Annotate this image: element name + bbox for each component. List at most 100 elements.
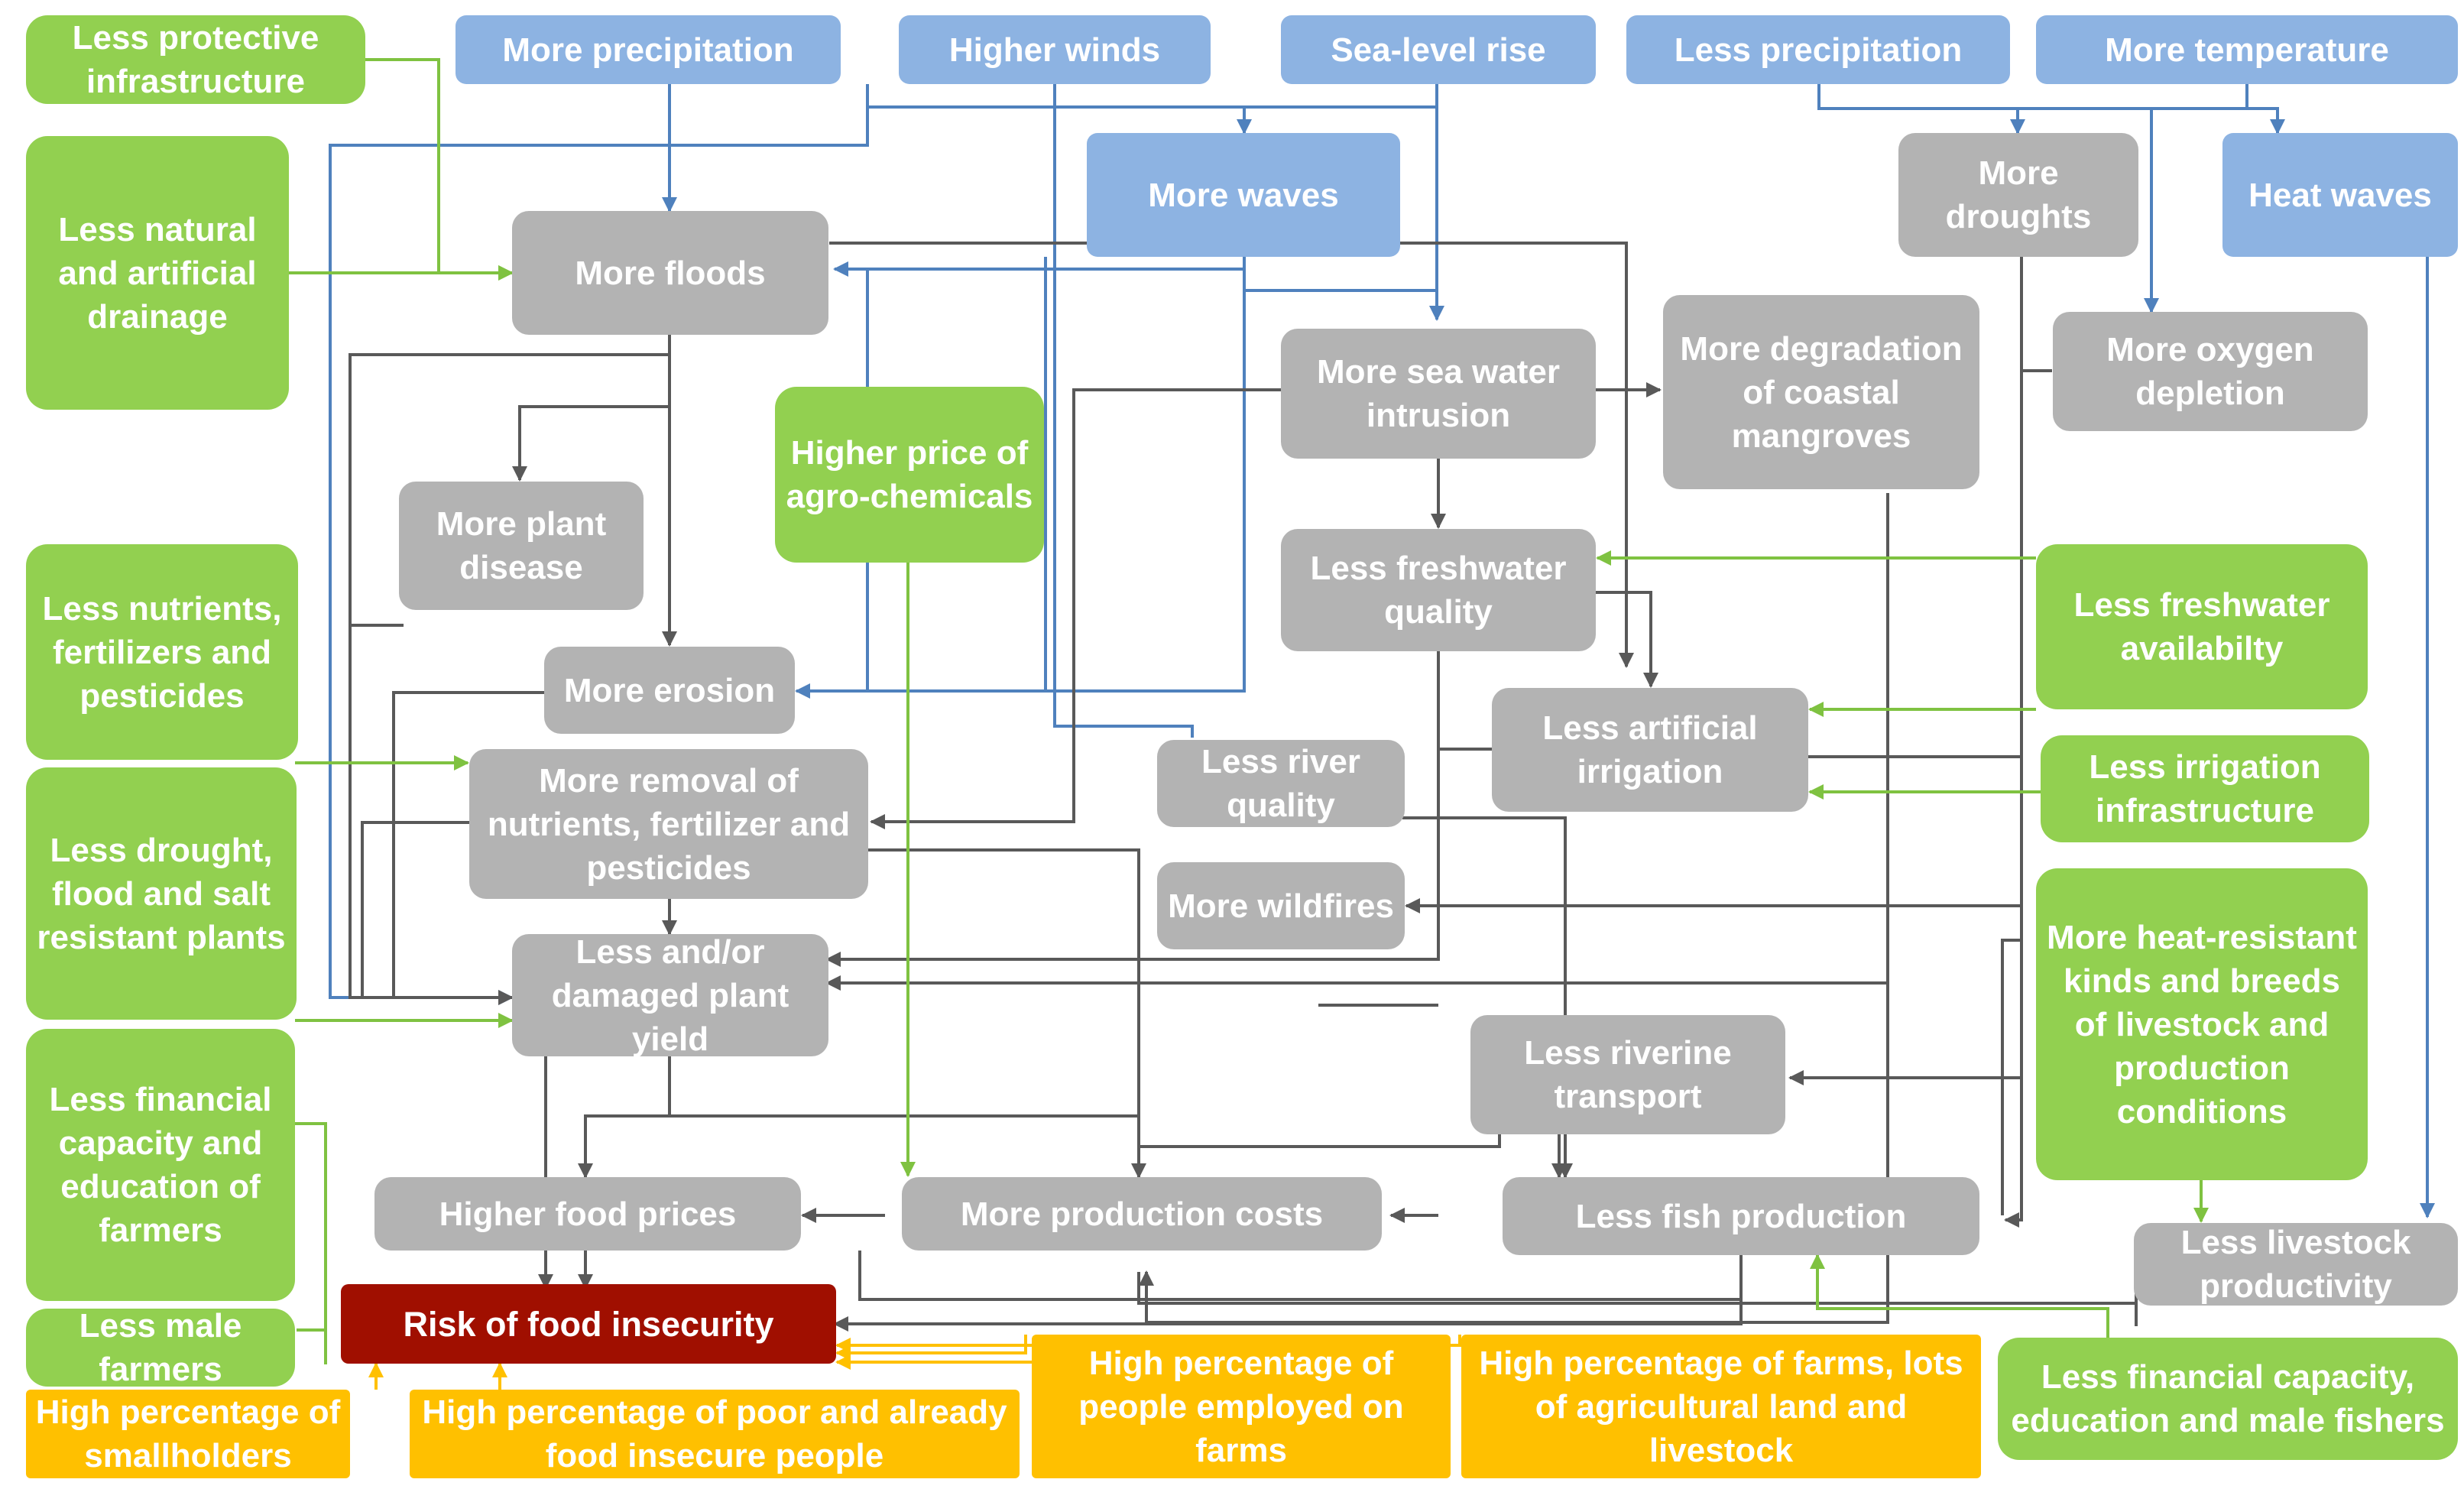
node-less-freshwater-availability: Less freshwater availabilty <box>2036 544 2368 709</box>
node-label: More plant disease <box>436 505 607 586</box>
node-label: Less irrigation infrastructure <box>2089 748 2321 829</box>
node-label: More oxygen depletion <box>2106 331 2314 412</box>
connector <box>1137 1257 2138 1305</box>
node-less-protective-infrastructure: Less protective infrastructure <box>26 15 365 104</box>
node-less-male-farmers: Less male farmers <box>26 1309 295 1387</box>
connector <box>578 1056 671 1179</box>
node-label: Higher food prices <box>439 1195 737 1233</box>
node-label: More floods <box>575 254 766 292</box>
connector <box>795 257 1246 699</box>
node-label: More heat-resistant kinds and breeds of … <box>2047 918 2357 1131</box>
node-less-plant-yield: Less and/or damaged plant yield <box>512 934 828 1056</box>
node-more-wildfires: More wildfires <box>1157 862 1405 949</box>
node-less-riverine-transport: Less riverine transport <box>1470 1015 1785 1134</box>
node-more-floods: More floods <box>512 211 828 335</box>
node-less-financial-capacity-fishers: Less financial capacity, education and m… <box>1998 1338 2458 1460</box>
node-label: Less river quality <box>1201 743 1360 824</box>
node-label: Less livestock productivity <box>2180 1224 2411 1305</box>
node-less-fish-production: Less fish production <box>1503 1177 1979 1255</box>
node-label: High percentage of poor and already food… <box>422 1393 1007 1474</box>
node-label: Less freshwater quality <box>1310 550 1567 631</box>
node-less-irrigation-infrastructure: Less irrigation infrastructure <box>2041 735 2369 842</box>
node-label: Higher winds <box>948 31 1161 69</box>
node-risk-food-insecurity: Risk of food insecurity <box>341 1284 836 1364</box>
node-label: More temperature <box>2105 31 2389 69</box>
node-less-artificial-irrigation: Less artificial irrigation <box>1492 688 1808 812</box>
node-label: High percentage of people employed on fa… <box>1078 1344 1404 1469</box>
node-less-drainage: Less natural and artificial drainage <box>26 136 289 410</box>
connector <box>1596 591 1658 688</box>
node-less-nutrients: Less nutrients, fertilizers and pesticid… <box>26 544 298 760</box>
node-label: More removal of nutrients, fertilizer an… <box>487 761 851 887</box>
node-high-pct-farms-land: High percentage of farms, lots of agricu… <box>1461 1335 1981 1478</box>
connector <box>2001 939 2021 1215</box>
connector <box>1244 84 1438 109</box>
connector <box>870 388 1281 829</box>
node-label: More sea water intrusion <box>1317 353 1560 434</box>
node-label: More droughts <box>1945 154 2092 235</box>
connector <box>835 1335 1027 1361</box>
node-label: More production costs <box>960 1195 1324 1233</box>
node-label: High percentage of farms, lots of agricu… <box>1479 1344 1963 1469</box>
node-label: Less freshwater availabilty <box>2073 586 2330 667</box>
node-higher-food-prices: Higher food prices <box>374 1177 801 1251</box>
node-more-precipitation: More precipitation <box>456 15 841 84</box>
node-less-river-quality: Less river quality <box>1157 740 1405 827</box>
node-label: Less fish production <box>1575 1197 1907 1235</box>
node-label: Sea-level rise <box>1331 31 1546 69</box>
node-more-erosion: More erosion <box>544 647 795 734</box>
node-less-freshwater-quality: Less freshwater quality <box>1281 529 1596 651</box>
node-label: Less and/or damaged plant yield <box>551 934 789 1056</box>
node-high-pct-smallholders: High percentage of smallholders <box>26 1390 350 1478</box>
node-less-financial-capacity-farmers: Less financial capacity and education of… <box>26 1029 295 1301</box>
node-label: Less nutrients, fertilizers and pesticid… <box>42 589 282 715</box>
node-high-pct-employed-farms: High percentage of people employed on fa… <box>1032 1335 1451 1478</box>
blue-connectors <box>329 84 2435 1218</box>
node-high-pct-poor: High percentage of poor and already food… <box>410 1390 1020 1478</box>
node-label: Less drought, flood and salt resistant p… <box>37 831 286 956</box>
node-more-production-costs: More production costs <box>902 1177 1382 1251</box>
node-label: More degradation of coastal mangroves <box>1680 329 1963 455</box>
node-label: Higher price of agro-chemicals <box>786 434 1033 515</box>
node-sea-level-rise: Sea-level rise <box>1281 15 1596 84</box>
node-more-degradation-mangroves: More degradation of coastal mangroves <box>1663 295 1979 489</box>
node-more-sea-water-intrusion: More sea water intrusion <box>1281 329 1596 459</box>
connector <box>1810 1254 2109 1338</box>
connector <box>392 691 544 998</box>
node-higher-winds: Higher winds <box>899 15 1211 84</box>
node-label: Less financial capacity, education and m… <box>2011 1358 2445 1439</box>
connector <box>349 353 669 1005</box>
node-less-precipitation: Less precipitation <box>1626 15 2010 84</box>
connector <box>365 58 514 281</box>
node-label: More waves <box>1148 176 1339 214</box>
connector <box>361 821 469 998</box>
node-label: More precipitation <box>502 31 794 69</box>
node-label: Risk of food insecurity <box>403 1304 774 1344</box>
node-more-heat-resistant-livestock: More heat-resistant kinds and breeds of … <box>2036 868 2368 1180</box>
connector <box>1817 84 2025 135</box>
node-more-oxygen-depletion: More oxygen depletion <box>2053 312 2368 431</box>
node-label: Heat waves <box>2248 176 2432 214</box>
connector <box>2018 84 2248 110</box>
node-more-waves: More waves <box>1087 133 1400 257</box>
node-label: More wildfires <box>1168 887 1394 925</box>
node-less-resistant-plants: Less drought, flood and salt resistant p… <box>26 767 297 1020</box>
node-label: Less precipitation <box>1674 31 1963 69</box>
node-label: Less artificial irrigation <box>1542 709 1758 790</box>
node-label: Less financial capacity and education of… <box>49 1081 272 1249</box>
node-label: More erosion <box>563 671 776 709</box>
node-less-livestock-productivity: Less livestock productivity <box>2134 1223 2458 1306</box>
connector <box>1053 84 1194 738</box>
connector <box>1139 1133 1501 1148</box>
connector <box>825 651 1440 967</box>
node-label: Less protective infrastructure <box>72 19 319 100</box>
connector <box>858 1251 1741 1301</box>
node-higher-price-agrochemicals: Higher price of agro-chemicals <box>775 387 1044 563</box>
node-heat-waves: Heat waves <box>2222 133 2458 257</box>
connector <box>865 848 1146 1179</box>
node-label: Less natural and artificial drainage <box>58 210 257 336</box>
node-more-temperature: More temperature <box>2036 15 2458 84</box>
node-label: Less male farmers <box>79 1309 242 1387</box>
node-label: High percentage of smallholders <box>35 1393 341 1474</box>
